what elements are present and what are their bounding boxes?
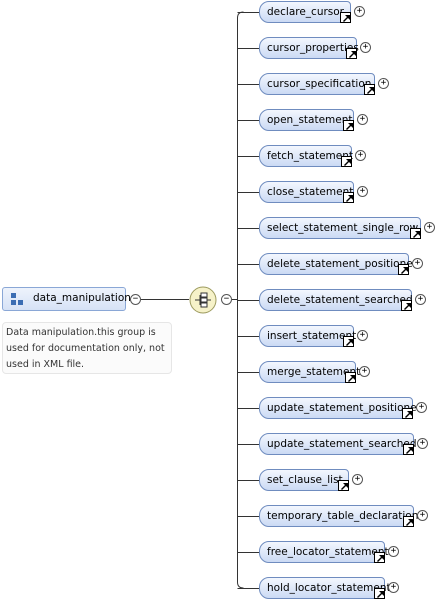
reference-arrow-icon xyxy=(345,372,356,383)
element-ref-insert-statement[interactable]: insert_statement xyxy=(259,325,357,347)
element-ref-delete-statement-searched[interactable]: delete_statement_searched xyxy=(259,289,413,311)
element-ref-select-statement-single-row[interactable]: select_statement_single_row xyxy=(259,217,421,239)
element-ref-free-locator-statement[interactable]: free_locator_statement xyxy=(259,541,389,563)
reference-arrow-icon xyxy=(374,552,385,563)
reference-arrow-icon xyxy=(374,588,385,599)
element-label: cursor_properties xyxy=(267,42,359,54)
expand-icon[interactable]: + xyxy=(354,6,365,17)
expand-icon[interactable]: + xyxy=(424,222,435,233)
reference-arrow-icon xyxy=(364,84,375,95)
collapse-sequence-icon[interactable]: − xyxy=(221,294,232,305)
element-ref-delete-statement-positioned[interactable]: delete_statement_positioned xyxy=(259,253,419,275)
expand-icon[interactable]: + xyxy=(388,546,399,557)
reference-arrow-icon xyxy=(402,408,413,419)
reference-arrow-icon xyxy=(410,228,421,239)
reference-arrow-icon xyxy=(401,300,412,311)
expand-icon[interactable]: + xyxy=(357,330,368,341)
element-label: merge_statement xyxy=(267,366,361,378)
expand-icon[interactable]: + xyxy=(417,510,428,521)
element-label: update_statement_positioned xyxy=(267,402,424,414)
element-label: insert_statement xyxy=(267,330,357,342)
doc-line: used in XML file. xyxy=(6,359,85,370)
doc-line: Data manipulation.this group is xyxy=(6,327,156,338)
reference-arrow-icon xyxy=(341,156,352,167)
element-label: fetch_statement xyxy=(267,150,354,162)
element-label: free_locator_statement xyxy=(267,546,389,558)
expand-icon[interactable]: + xyxy=(415,294,426,305)
expand-icon[interactable]: + xyxy=(357,186,368,197)
element-ref-merge-statement[interactable]: merge_statement xyxy=(259,361,360,383)
element-ref-fetch-statement[interactable]: fetch_statement xyxy=(259,145,354,167)
element-label: delete_statement_searched xyxy=(267,294,413,306)
reference-arrow-icon xyxy=(338,480,349,491)
root-element-data-manipulation[interactable]: data_manipulation xyxy=(2,287,131,311)
element-ref-hold-locator-statement[interactable]: hold_locator_statement xyxy=(259,577,391,599)
expand-icon[interactable]: + xyxy=(412,258,423,269)
expand-icon[interactable]: + xyxy=(359,366,370,377)
element-ref-update-statement-searched[interactable]: update_statement_searched xyxy=(259,433,417,455)
reference-arrow-icon xyxy=(343,192,354,203)
element-ref-declare-cursor[interactable]: declare_cursor xyxy=(259,1,351,23)
doc-line: used for documentation only, not xyxy=(6,343,165,354)
reference-arrow-icon xyxy=(343,120,354,131)
reference-arrow-icon xyxy=(398,264,409,275)
expand-icon[interactable]: + xyxy=(388,582,399,593)
element-label: hold_locator_statement xyxy=(267,582,391,594)
expand-icon[interactable]: + xyxy=(416,402,427,413)
expand-icon[interactable]: + xyxy=(417,438,428,449)
element-label: temporary_table_declaration xyxy=(267,510,419,522)
reference-arrow-icon xyxy=(343,336,354,347)
element-label: declare_cursor xyxy=(267,6,345,18)
root-label: data_manipulation xyxy=(33,292,131,304)
element-label: update_statement_searched xyxy=(267,438,417,450)
expand-icon[interactable]: + xyxy=(360,42,371,53)
element-ref-cursor-specification[interactable]: cursor_specification xyxy=(259,73,375,95)
group-icon xyxy=(11,293,23,305)
element-label: set_clause_list xyxy=(267,474,343,486)
element-label: cursor_specification xyxy=(267,78,372,90)
collapse-root-icon[interactable]: − xyxy=(130,294,141,305)
element-ref-update-statement-positioned[interactable]: update_statement_positioned xyxy=(259,397,423,419)
sequence-compositor-icon[interactable] xyxy=(189,286,217,314)
reference-arrow-icon xyxy=(346,48,357,59)
element-ref-set-clause-list[interactable]: set_clause_list xyxy=(259,469,349,491)
element-label: close_statement xyxy=(267,186,354,198)
expand-icon[interactable]: + xyxy=(378,78,389,89)
element-ref-open-statement[interactable]: open_statement xyxy=(259,109,354,131)
expand-icon[interactable]: + xyxy=(352,474,363,485)
element-label: delete_statement_positioned xyxy=(267,258,420,270)
expand-icon[interactable]: + xyxy=(357,114,368,125)
reference-arrow-icon xyxy=(340,12,351,23)
element-ref-cursor-properties[interactable]: cursor_properties xyxy=(259,37,359,59)
reference-arrow-icon xyxy=(403,516,414,527)
element-ref-close-statement[interactable]: close_statement xyxy=(259,181,354,203)
reference-arrow-icon xyxy=(403,444,414,455)
element-label: open_statement xyxy=(267,114,353,126)
documentation-note: Data manipulation.this group is used for… xyxy=(2,322,172,374)
element-ref-temporary-table-declaration[interactable]: temporary_table_declaration xyxy=(259,505,418,527)
element-label: select_statement_single_row xyxy=(267,222,419,234)
expand-icon[interactable]: + xyxy=(355,150,366,161)
